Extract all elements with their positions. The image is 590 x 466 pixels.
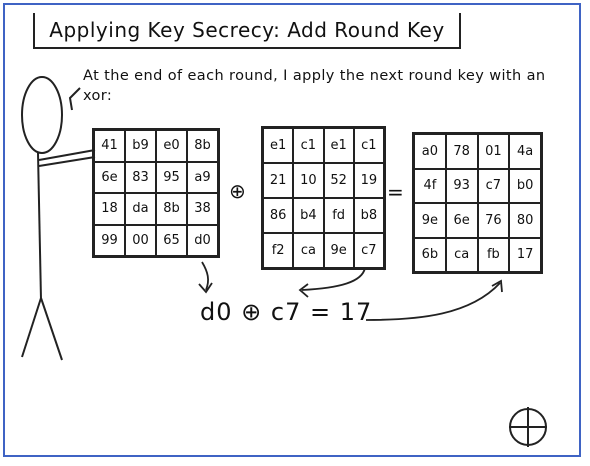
- matrix-cell: fb: [477, 237, 510, 272]
- stick-figure-left-leg: [21, 297, 42, 358]
- arrow-to-result: [365, 282, 501, 321]
- matrix-cell: e0: [156, 130, 187, 162]
- matrix-cell: 6e: [94, 161, 125, 193]
- matrix-cell: ca: [445, 237, 478, 272]
- matrix-cell: 65: [156, 224, 187, 256]
- arrow-from-d0-head: [198, 282, 213, 294]
- matrix-cell: 99: [94, 224, 125, 256]
- matrix-cell: ca: [293, 233, 324, 268]
- matrix-cell: 76: [477, 203, 510, 238]
- arrow-from-d0: [201, 261, 209, 291]
- arrow-from-c7-head: [298, 283, 309, 298]
- arrow-from-c7: [301, 267, 366, 291]
- arrow-to-result-head: [491, 279, 503, 293]
- matrix-cell: d0: [187, 224, 218, 256]
- matrix-cell: c1: [293, 128, 324, 163]
- matrix-cell: 6b: [414, 237, 446, 272]
- matrix-cell: b9: [125, 130, 156, 162]
- xor-operator: ⊕: [229, 179, 246, 203]
- matrix-cell: 80: [509, 203, 541, 238]
- matrix-cell: 19: [353, 163, 384, 198]
- matrix-cell: 6e: [445, 203, 478, 238]
- matrix-cell: 86: [263, 198, 294, 233]
- matrix-cell: 52: [323, 163, 354, 198]
- stick-figure-arm-lower: [38, 156, 96, 167]
- matrix-cell: 78: [445, 134, 478, 169]
- matrix-cell: 01: [477, 134, 510, 169]
- matrix-cell: 41: [94, 130, 125, 162]
- slide-title-text: Applying Key Secrecy: Add Round Key: [49, 18, 445, 42]
- matrix-cell: 18: [94, 193, 125, 225]
- matrix-cell: e1: [263, 128, 294, 163]
- slide-frame: [3, 3, 581, 457]
- matrix-cell: c7: [477, 168, 510, 203]
- matrix-cell: 9e: [414, 203, 446, 238]
- matrix-cell: a9: [187, 161, 218, 193]
- matrix-cell: 10: [293, 163, 324, 198]
- stick-figure-head: [21, 76, 63, 154]
- slide-title: Applying Key Secrecy: Add Round Key: [33, 13, 461, 49]
- matrix-cell: 17: [509, 237, 541, 272]
- matrix-cell: 93: [445, 168, 478, 203]
- matrix-cell: 8b: [187, 130, 218, 162]
- matrix-cell: 8b: [156, 193, 187, 225]
- stick-figure-arm: [38, 149, 96, 161]
- stick-figure-right-leg: [40, 297, 63, 361]
- matrix-cell: 21: [263, 163, 294, 198]
- matrix-cell: f2: [263, 233, 294, 268]
- matrix-cell: 00: [125, 224, 156, 256]
- matrix-cell: fd: [323, 198, 354, 233]
- example-equation: d0 ⊕ c7 = 17: [200, 298, 373, 326]
- matrix-cell: b4: [293, 198, 324, 233]
- matrix-cell: 9e: [323, 233, 354, 268]
- matrix-cell: 4f: [414, 168, 446, 203]
- matrix-cell: 83: [125, 161, 156, 193]
- speech-pointer: [68, 87, 81, 111]
- matrix-cell: 95: [156, 161, 187, 193]
- matrix-cell: c1: [353, 128, 384, 163]
- matrix-cell: b0: [509, 168, 541, 203]
- matrix-cell: e1: [323, 128, 354, 163]
- matrix-cell: c7: [353, 233, 384, 268]
- matrix-cell: a0: [414, 134, 446, 169]
- matrix-cell: da: [125, 193, 156, 225]
- stick-figure-body: [37, 152, 42, 301]
- matrix-cell: 38: [187, 193, 218, 225]
- matrix-cell: b8: [353, 198, 384, 233]
- equals-operator: =: [387, 180, 404, 204]
- matrix-cell: 4a: [509, 134, 541, 169]
- speech-text: At the end of each round, I apply the ne…: [83, 68, 546, 104]
